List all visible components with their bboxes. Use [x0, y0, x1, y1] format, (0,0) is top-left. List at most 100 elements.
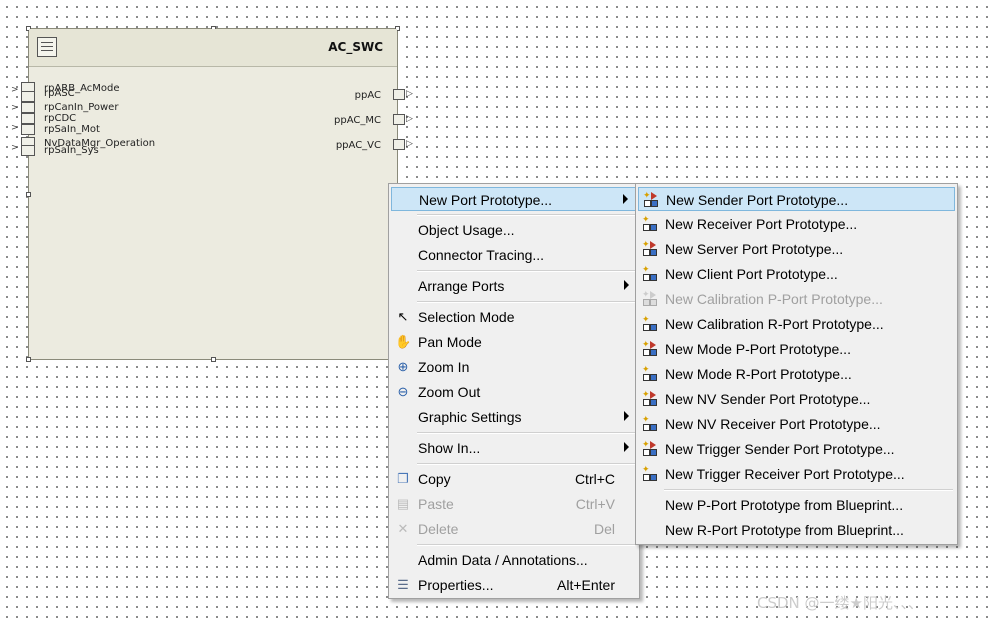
zoom-out-icon: ⊖	[397, 384, 409, 399]
submenu-item-label: New R-Port Prototype from Blueprint...	[665, 522, 904, 538]
submenu-item-nv-sender-port[interactable]: ✦ New NV Sender Port Prototype...	[638, 387, 955, 411]
menu-item-connector-tracing[interactable]: Connector Tracing...	[391, 243, 637, 267]
menu-item-new-port-prototype[interactable]: New Port Prototype...	[391, 187, 637, 211]
menu-item-object-usage[interactable]: Object Usage...	[391, 218, 637, 242]
submenu-item-receiver-port[interactable]: ✦ New Receiver Port Prototype...	[638, 212, 955, 236]
menu-item-admin-data[interactable]: Admin Data / Annotations...	[391, 548, 637, 572]
submenu-item-calibration-r-port[interactable]: ✦ New Calibration R-Port Prototype...	[638, 312, 955, 336]
menu-item-label: New Port Prototype...	[419, 192, 553, 208]
receiver-port-icon: ✦	[642, 214, 658, 232]
menu-item-label: Paste	[418, 496, 454, 512]
resize-handle-tl[interactable]	[26, 26, 31, 31]
menu-item-label: Arrange Ports	[418, 278, 505, 294]
nv-sender-port-icon: ✦	[642, 389, 658, 407]
menu-item-label: Object Usage...	[418, 222, 515, 238]
require-port[interactable]	[21, 91, 35, 102]
submenu-item-label: New Mode P-Port Prototype...	[665, 341, 851, 357]
context-menu: New Port Prototype... Object Usage... Co…	[388, 183, 640, 599]
menu-separator	[417, 301, 635, 303]
menu-item-label: Admin Data / Annotations...	[418, 552, 588, 568]
menu-item-zoom-out[interactable]: ⊖ Zoom Out	[391, 380, 637, 404]
submenu-item-trigger-receiver-port[interactable]: ✦ New Trigger Receiver Port Prototype...	[638, 462, 955, 486]
submenu-item-label: New Calibration R-Port Prototype...	[665, 316, 884, 332]
menu-item-label: Properties...	[418, 577, 494, 593]
submenu-item-label: New Server Port Prototype...	[665, 241, 844, 257]
server-port-icon: ✦	[642, 239, 658, 257]
submenu-item-trigger-sender-port[interactable]: ✦ New Trigger Sender Port Prototype...	[638, 437, 955, 461]
port-label: rpARB_AcMode	[44, 83, 120, 94]
menu-item-graphic-settings[interactable]: Graphic Settings	[391, 405, 637, 429]
menu-item-label: Connector Tracing...	[418, 247, 545, 263]
submenu-item-mode-p-port[interactable]: ✦ New Mode P-Port Prototype...	[638, 337, 955, 361]
resize-handle-bm[interactable]	[211, 357, 216, 362]
resize-handle-bl[interactable]	[26, 357, 31, 362]
zoom-in-icon: ⊕	[397, 359, 409, 374]
sender-port-icon: ✦	[643, 190, 659, 208]
port-arrow-icon: ▷	[406, 139, 413, 149]
component-type-icon	[37, 37, 57, 57]
submenu-item-client-port[interactable]: ✦ New Client Port Prototype...	[638, 262, 955, 286]
submenu-item-label: New Sender Port Prototype...	[666, 192, 849, 208]
menu-item-label: Pan Mode	[418, 334, 482, 350]
submenu-item-server-port[interactable]: ✦ New Server Port Prototype...	[638, 237, 955, 261]
submenu-item-label: New Receiver Port Prototype...	[665, 216, 858, 232]
port-arrow-icon: ▷	[406, 114, 413, 124]
submenu-item-label: New P-Port Prototype from Blueprint...	[665, 497, 904, 513]
provide-port[interactable]	[393, 89, 405, 100]
trigger-receiver-port-icon: ✦	[642, 464, 658, 482]
software-component-box[interactable]: AC_SWC > > > > rpARB_AcMode rpASC rpCanI…	[11, 26, 413, 362]
client-port-icon: ✦	[642, 264, 658, 282]
menu-item-selection-mode[interactable]: ↖ Selection Mode	[391, 305, 637, 329]
menu-item-label: Show In...	[418, 440, 481, 456]
resize-handle-tr[interactable]	[395, 26, 400, 31]
resize-handle-ml[interactable]	[26, 192, 31, 197]
port-label: rpSaIn_Mot	[44, 124, 100, 135]
nv-receiver-port-icon: ✦	[642, 414, 658, 432]
provide-port[interactable]	[393, 139, 405, 150]
port-connector-icon: >	[11, 143, 19, 153]
submenu-item-nv-receiver-port[interactable]: ✦ New NV Receiver Port Prototype...	[638, 412, 955, 436]
submenu-item-sender-port[interactable]: ✦ New Sender Port Prototype...	[638, 187, 955, 211]
require-port[interactable]	[21, 102, 35, 113]
require-port[interactable]	[21, 145, 35, 156]
calibration-r-port-icon: ✦	[642, 314, 658, 332]
menu-item-label: Copy	[418, 471, 451, 487]
hand-icon: ✋	[395, 334, 412, 349]
mode-r-port-icon: ✦	[642, 364, 658, 382]
submenu-item-p-port-from-blueprint[interactable]: New P-Port Prototype from Blueprint...	[638, 493, 955, 517]
provide-port[interactable]	[393, 114, 405, 125]
menu-separator	[664, 489, 953, 491]
menu-item-show-in[interactable]: Show In...	[391, 436, 637, 460]
menu-item-paste: ▤ Paste Ctrl+V	[391, 492, 637, 516]
menu-item-arrange-ports[interactable]: Arrange Ports	[391, 274, 637, 298]
menu-item-label: Zoom In	[418, 359, 470, 375]
submenu-item-label: New NV Receiver Port Prototype...	[665, 416, 881, 432]
submenu-item-mode-r-port[interactable]: ✦ New Mode R-Port Prototype...	[638, 362, 955, 386]
paste-icon: ▤	[396, 496, 410, 511]
menu-separator	[417, 544, 635, 546]
menu-item-copy[interactable]: ❐ Copy Ctrl+C	[391, 467, 637, 491]
menu-item-pan-mode[interactable]: ✋ Pan Mode	[391, 330, 637, 354]
menu-item-shortcut: Alt+Enter	[557, 577, 615, 593]
submenu-arrow-icon	[624, 411, 629, 421]
component-header: AC_SWC	[29, 29, 397, 67]
port-label: rpASC	[44, 88, 75, 99]
require-port[interactable]	[21, 124, 35, 135]
menu-item-shortcut: Ctrl+V	[575, 496, 615, 512]
port-label: ppAC	[354, 90, 381, 101]
submenu-arrow-icon	[624, 280, 629, 290]
menu-item-properties[interactable]: ☰ Properties... Alt+Enter	[391, 573, 637, 597]
menu-item-zoom-in[interactable]: ⊕ Zoom In	[391, 355, 637, 379]
menu-separator	[417, 214, 635, 216]
submenu-item-label: New Mode R-Port Prototype...	[665, 366, 852, 382]
port-label: NvDataMgr_Operation	[44, 138, 156, 149]
submenu-item-label: New Client Port Prototype...	[665, 266, 838, 282]
require-port[interactable]	[21, 113, 35, 124]
mode-p-port-icon: ✦	[642, 339, 658, 357]
menu-separator	[417, 432, 635, 434]
calibration-p-port-icon: ✦	[642, 289, 658, 307]
menu-item-delete: ✕ Delete Del	[391, 517, 637, 541]
menu-item-label: Selection Mode	[418, 309, 515, 325]
properties-icon: ☰	[397, 577, 409, 592]
submenu-item-r-port-from-blueprint[interactable]: New R-Port Prototype from Blueprint...	[638, 518, 955, 542]
